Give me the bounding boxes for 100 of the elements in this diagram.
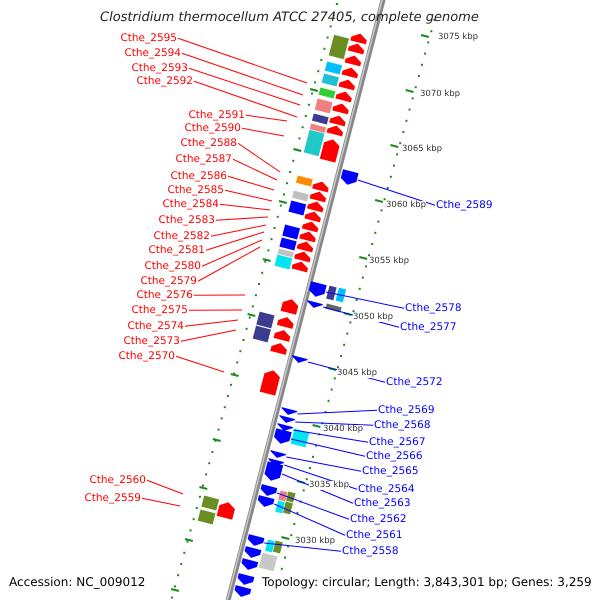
gene-label: Cthe_2578 [405, 303, 462, 314]
gene-pentagon [277, 423, 294, 431]
gene-label: Cthe_2564 [358, 484, 415, 494]
scale-label: 3045 kbp [337, 369, 378, 378]
gene-label: Cthe_2591 [188, 110, 245, 120]
gene-label: Cthe_2580 [144, 261, 201, 272]
gene-label: Cthe_2560 [89, 475, 146, 486]
leader-line [232, 158, 278, 180]
gene-label: Cthe_2572 [386, 377, 443, 388]
scale-label: 3050 kbp [353, 313, 394, 322]
leader-line [290, 438, 366, 457]
genome-info-text: Topology: circular; Length: 3,843,301 bp; Genes: 3,259 [262, 576, 592, 588]
gene-label: Cthe_2595 [120, 33, 177, 44]
leader-line [276, 492, 350, 520]
gene-label: Cthe_2559 [84, 493, 141, 504]
leader-line [274, 504, 346, 536]
gene-pentagon [244, 546, 262, 558]
gene-label: Cthe_2581 [148, 245, 205, 256]
gene-pentagon [238, 573, 254, 585]
leader-line [228, 176, 274, 190]
gene-label: Cthe_2558 [342, 546, 399, 556]
scale-label: 3030 kbp [295, 537, 336, 546]
scale-label: 3055 kbp [369, 257, 410, 266]
gene-pentagon [264, 461, 284, 481]
gene-label: Cthe_2592 [136, 76, 193, 86]
leader-line [281, 474, 354, 504]
gene-label: Cthe_2561 [346, 530, 403, 540]
scale-label: 3035 kbp [309, 481, 350, 490]
scale-label: 3040 kbp [323, 425, 364, 434]
gene-label: Cthe_2590 [184, 123, 241, 134]
leader-line [220, 204, 270, 210]
gene-pentagon [340, 169, 359, 185]
gene-label: Cthe_2577 [400, 322, 457, 332]
gene-pentagon [258, 495, 274, 507]
leader-line [284, 464, 358, 490]
leader-line [242, 128, 284, 136]
leader-line [325, 292, 404, 309]
scale-label: 3065 kbp [402, 145, 442, 154]
leader-line [206, 232, 264, 251]
gene-label: Cthe_2569 [378, 405, 435, 416]
title: Clostridium thermocellum ATCC 27405, complete genome [100, 11, 479, 24]
gene-pentagon [260, 484, 278, 496]
leader-line [188, 68, 300, 106]
gene-label: Cthe_2566 [366, 451, 423, 462]
accession-text: Accession: NC_009012 [9, 576, 146, 588]
leader-line [194, 294, 246, 296]
leader-line [322, 306, 400, 328]
leader-line [142, 498, 180, 506]
gene-label: Cthe_2579 [140, 276, 197, 286]
gene-label: Cthe_2593 [131, 63, 188, 74]
gene-label: Cthe_2584 [162, 199, 219, 210]
leader-line [294, 422, 374, 426]
gene-label: Cthe_2589 [436, 200, 493, 210]
leader-line [357, 180, 436, 206]
gene-pentagon [281, 407, 298, 415]
scale-label: 3070 kbp [420, 90, 460, 98]
leader-line [176, 356, 224, 372]
gene-label: Cthe_2562 [350, 514, 407, 524]
gene-label: Cthe_2567 [369, 437, 426, 448]
gene-label: Cthe_2565 [362, 466, 419, 476]
gene-label: Cthe_2570 [118, 351, 175, 362]
gene-pentagon [307, 300, 323, 308]
leader-line [198, 246, 260, 282]
gene-label: Cthe_2585 [167, 185, 224, 196]
gene-pentagon [241, 558, 258, 570]
scale-label: 3075 kbp [438, 33, 478, 42]
leader-line [184, 320, 238, 327]
leader-line [182, 52, 304, 96]
leader-line [216, 216, 268, 221]
leader-line [296, 410, 378, 414]
gene-label: Cthe_2575 [131, 305, 188, 316]
leader-line [180, 330, 236, 342]
scale-label: 3060 kbp [386, 201, 426, 210]
gene-label: Cthe_2594 [124, 48, 181, 58]
gene-pentagon [292, 355, 308, 363]
leader-line [188, 310, 242, 311]
leader-line [286, 456, 362, 472]
leader-line [292, 430, 368, 443]
gene-label: Cthe_2588 [180, 138, 237, 148]
gene-label: Cthe_2576 [136, 290, 193, 300]
gene-pentagon [308, 281, 327, 297]
leader-line [202, 240, 262, 267]
gene-label: Cthe_2582 [153, 231, 210, 242]
gene-pentagon [270, 450, 286, 458]
leader-line [224, 190, 272, 202]
gene-pentagon [279, 415, 296, 423]
gene-label: Cthe_2586 [170, 171, 227, 182]
leader-line [194, 80, 298, 118]
leader-line [178, 38, 308, 84]
leader-line [264, 542, 342, 552]
gene-label: Cthe_2568 [374, 420, 431, 430]
gene-label: Cthe_2587 [175, 154, 232, 164]
leader-line [238, 142, 280, 172]
leader-line [307, 362, 386, 383]
gene-pentagon [248, 534, 264, 546]
leader-line [146, 480, 184, 494]
leader-line [210, 224, 266, 237]
gene-label: Cthe_2574 [127, 321, 184, 332]
gene-label: Cthe_2573 [123, 336, 180, 346]
gene-pentagon [234, 585, 252, 597]
